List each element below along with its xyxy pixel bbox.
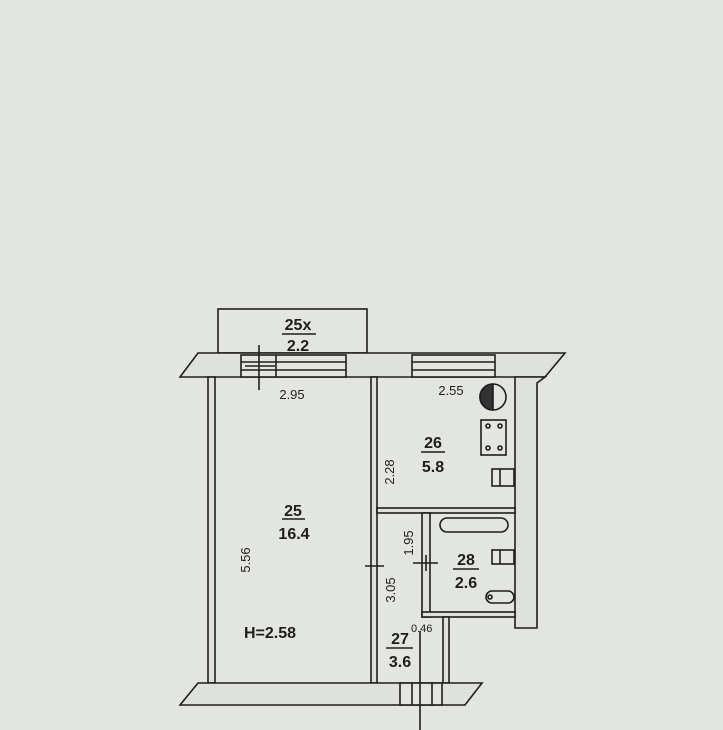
partition-wall [370,376,378,684]
living-area: 16.4 [278,526,309,543]
top-wall [178,352,567,378]
kitchen-bath-wall [376,507,516,514]
stove-icon [480,419,507,456]
dim-kitchen-length: 2.28 [382,459,397,484]
window-right [411,354,496,378]
kitchen-area: 5.8 [422,459,444,476]
bath-area: 2.6 [455,575,477,592]
bath-sink-icon [491,549,515,565]
dim-living-length: 5.56 [238,547,253,572]
dim-hall-width: 0.46 [411,623,432,635]
dim-bath-length: 1.95 [401,530,416,555]
kitchen-number: 26 [424,435,442,452]
bath-number: 28 [457,552,475,569]
hall-number: 27 [391,631,409,648]
boiler-icon [479,383,507,411]
living-number: 25 [284,503,302,520]
right-wall [514,376,548,629]
dim-hall-length: 3.05 [383,577,398,602]
entrance-door [399,682,443,706]
kitchen-sink-icon [491,468,515,487]
left-wall [207,376,216,684]
dim-living-width: 2.95 [279,387,304,402]
bathtub-icon [439,517,509,533]
ceiling-height: H=2.58 [244,625,296,642]
balcony-area: 2.2 [287,338,309,355]
balcony-number: 25x [285,317,312,334]
dim-kitchen-width: 2.55 [438,383,463,398]
bath-wall-bottom [421,611,516,618]
toilet-icon [485,590,515,604]
hall-area: 3.6 [389,654,411,671]
hall-wall [442,616,450,684]
